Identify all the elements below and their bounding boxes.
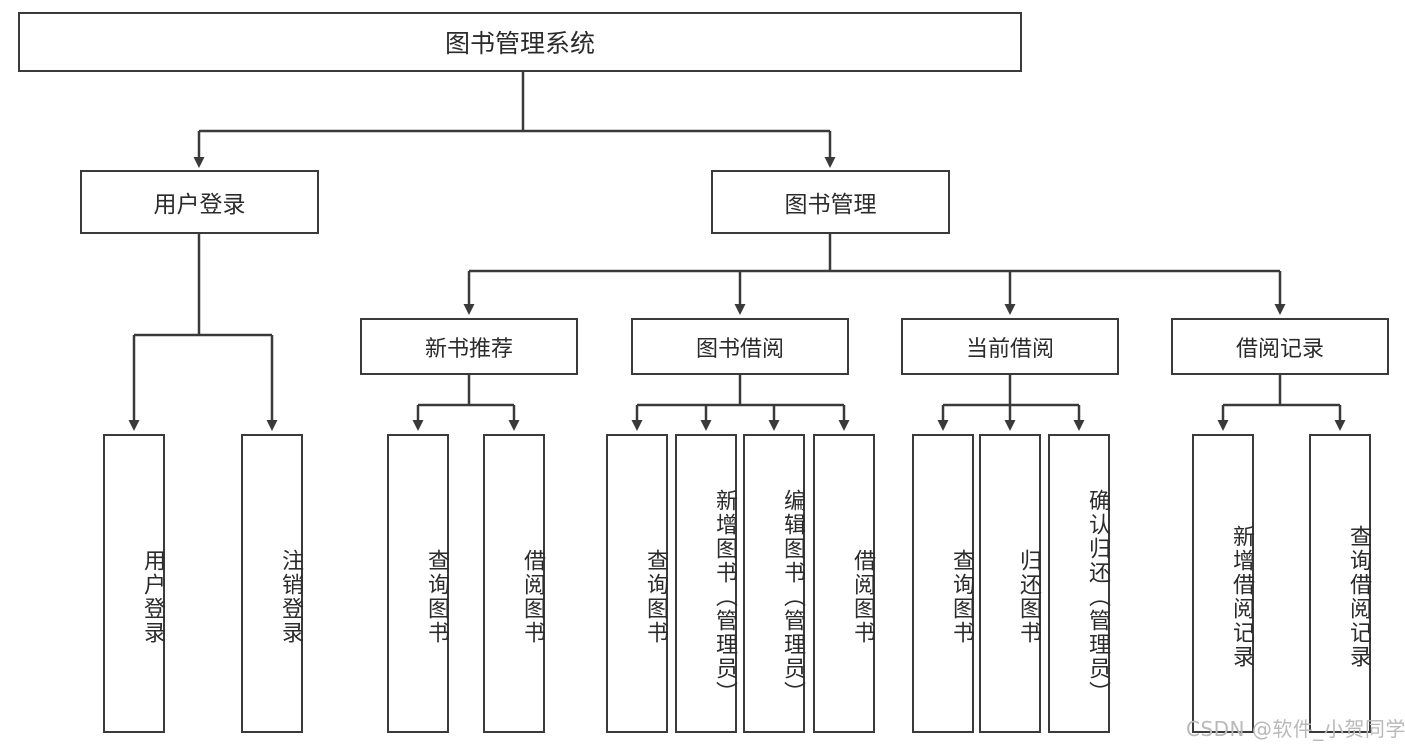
leaf-add-book-admin[interactable]: 新增图书（管理员）	[675, 434, 737, 733]
node-label: 用户登录	[140, 548, 165, 645]
node-user-login[interactable]: 用户登录	[80, 170, 319, 234]
watermark: CSDN @软件_小贺同学	[1186, 717, 1405, 741]
node-label: 确认归还（管理员）	[1085, 488, 1110, 705]
node-label: 新增借阅记录	[1229, 524, 1254, 669]
leaf-edit-book-admin[interactable]: 编辑图书（管理员）	[743, 434, 805, 733]
leaf-user-login[interactable]: 用户登录	[103, 434, 165, 733]
leaf-query-book-recommend[interactable]: 查询图书	[387, 434, 449, 733]
node-label: 归还图书	[1016, 548, 1041, 645]
node-label: 注销登录	[278, 548, 303, 645]
leaf-borrow-book[interactable]: 借阅图书	[813, 434, 875, 733]
leaf-add-borrow-record[interactable]: 新增借阅记录	[1192, 434, 1254, 733]
leaf-query-borrow-record[interactable]: 查询借阅记录	[1309, 434, 1371, 733]
node-book-management[interactable]: 图书管理	[711, 170, 950, 234]
node-new-book-recommend[interactable]: 新书推荐	[360, 318, 578, 375]
node-label: 用户登录	[153, 192, 246, 218]
node-label: 编辑图书（管理员）	[780, 488, 805, 705]
node-label: 借阅图书	[520, 548, 545, 645]
node-root-system[interactable]: 图书管理系统	[18, 12, 1022, 72]
leaf-query-book-current[interactable]: 查询图书	[912, 434, 974, 733]
node-current-borrow[interactable]: 当前借阅	[901, 318, 1119, 375]
node-label: 图书管理系统	[444, 29, 595, 58]
node-label: 图书借阅	[695, 336, 784, 362]
node-label: 查询图书	[424, 548, 449, 645]
node-borrow-record[interactable]: 借阅记录	[1171, 318, 1389, 375]
node-label: 当前借阅	[965, 336, 1054, 362]
node-label: 查询图书	[949, 548, 974, 645]
node-label: 新增图书（管理员）	[712, 488, 737, 705]
node-label: 借阅图书	[850, 548, 875, 645]
leaf-confirm-return-admin[interactable]: 确认归还（管理员）	[1048, 434, 1110, 733]
node-label: 新书推荐	[424, 336, 513, 362]
node-label: 借阅记录	[1235, 336, 1324, 362]
node-label: 查询借阅记录	[1346, 524, 1371, 669]
node-label: 查询图书	[643, 548, 668, 645]
leaf-borrow-book-recommend[interactable]: 借阅图书	[483, 434, 545, 733]
leaf-return-book[interactable]: 归还图书	[979, 434, 1041, 733]
leaf-logout[interactable]: 注销登录	[241, 434, 303, 733]
node-label: 图书管理	[784, 192, 877, 218]
leaf-query-book-borrow[interactable]: 查询图书	[606, 434, 668, 733]
node-book-borrow[interactable]: 图书借阅	[631, 318, 849, 375]
